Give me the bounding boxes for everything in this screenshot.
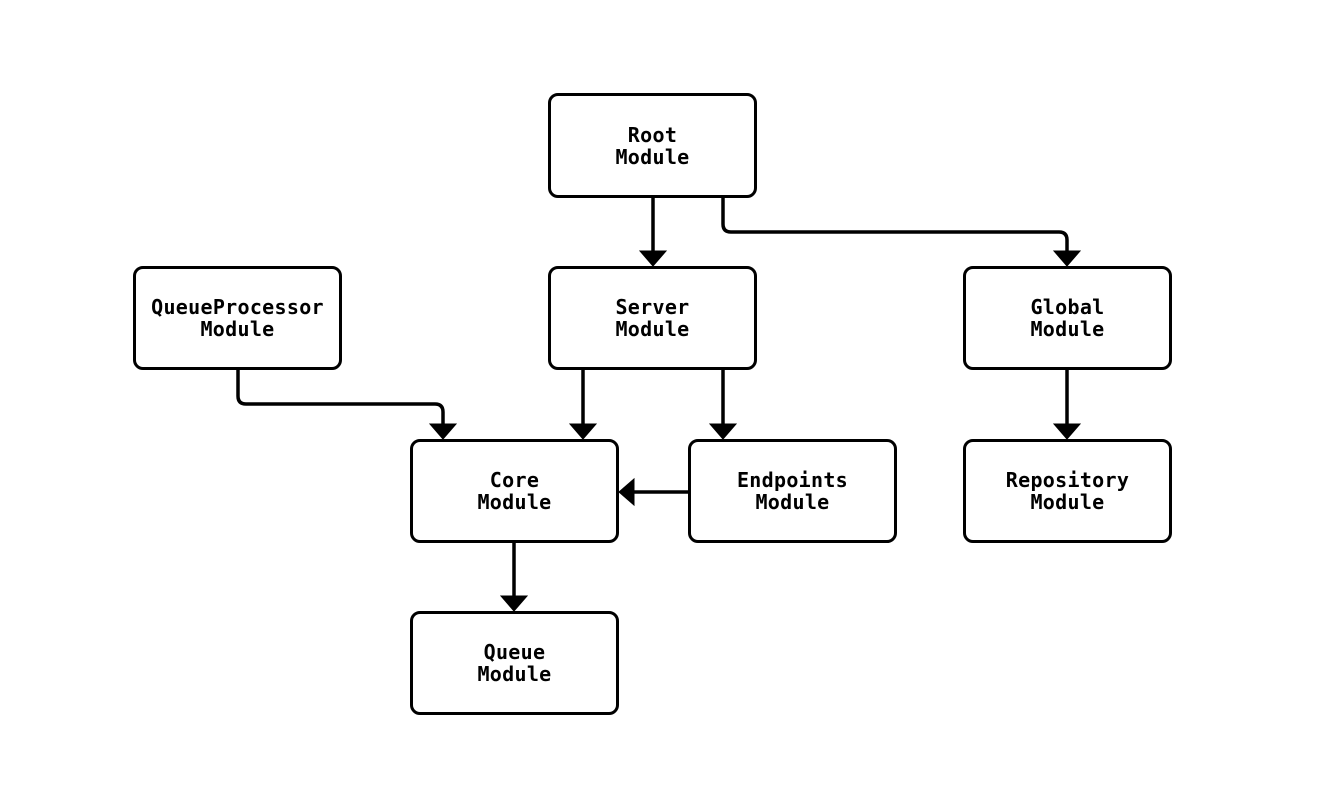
arrowhead-core-queue (499, 595, 529, 612)
edge-root-global (721, 196, 1069, 253)
arrowhead-endpoints-core (618, 477, 635, 507)
node-repository: Repository Module (963, 439, 1172, 543)
node-global: Global Module (963, 266, 1172, 370)
node-root: Root Module (548, 93, 757, 198)
arrowhead-root-global (1052, 250, 1082, 267)
node-endpoints: Endpoints Module (688, 439, 897, 543)
arrowhead-server-endpoints (708, 423, 738, 440)
arrowhead-root-server (638, 250, 668, 267)
arrowhead-queueprocessor-core (428, 423, 458, 440)
node-queue: Queue Module (410, 611, 619, 715)
node-queueprocessor: QueueProcessor Module (133, 266, 342, 370)
arrowhead-server-core (568, 423, 598, 440)
arrowhead-global-repository (1052, 423, 1082, 440)
edge-queueprocessor-core (236, 368, 445, 426)
node-core: Core Module (410, 439, 619, 543)
node-server: Server Module (548, 266, 757, 370)
